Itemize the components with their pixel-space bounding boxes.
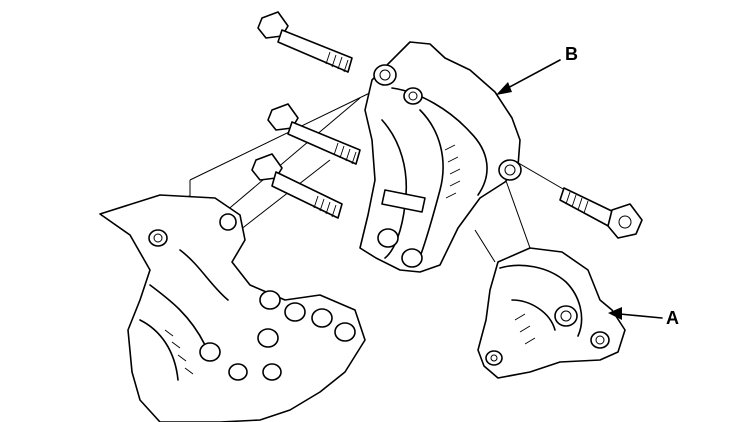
engine-mount-a <box>477 247 626 379</box>
callout-a-label: A <box>666 308 679 328</box>
bolt-middle <box>267 103 361 165</box>
callout-b-label: B <box>565 44 578 64</box>
mounting-bolts <box>251 11 643 239</box>
bolt-right <box>559 187 643 239</box>
transmission-housing <box>99 194 366 422</box>
bolt-top <box>257 11 353 73</box>
bolt-lower <box>251 153 343 219</box>
housing-bolt-heads <box>199 290 356 381</box>
callout-a: A <box>608 307 679 328</box>
callout-b: B <box>496 44 578 95</box>
bracket-b <box>359 41 522 273</box>
